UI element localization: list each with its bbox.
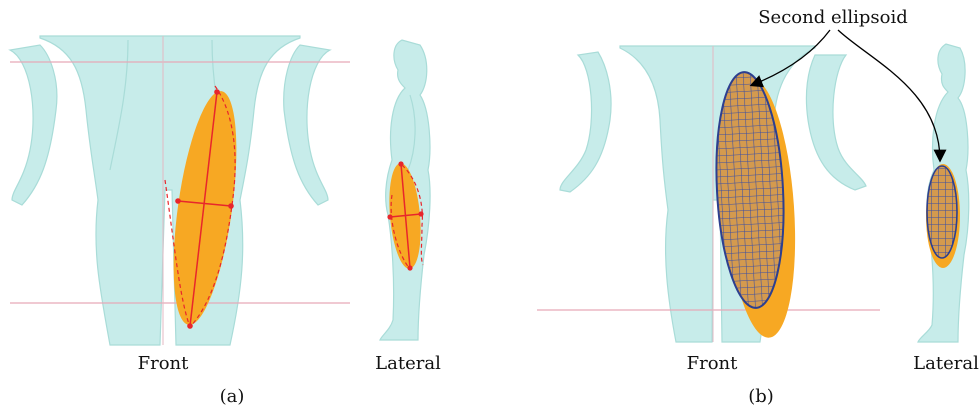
front-label-a: Front bbox=[138, 353, 190, 374]
caption-b: (b) bbox=[748, 386, 774, 407]
annotation-arrow-lateral bbox=[838, 30, 940, 160]
caption-a: (a) bbox=[220, 386, 245, 407]
lateral-label-b: Lateral bbox=[913, 353, 979, 374]
annotation-label: Second ellipsoid bbox=[758, 7, 908, 28]
front-body-a bbox=[10, 36, 330, 345]
lateral-ellipsoids-b bbox=[926, 164, 960, 268]
panel-a: Front Lateral (a) bbox=[10, 36, 441, 407]
second-ellipsoid-lateral bbox=[927, 166, 957, 258]
panel-b: Second ellipsoid Front Lateral (b) bbox=[537, 7, 979, 407]
front-label-b: Front bbox=[687, 353, 739, 374]
lateral-label-a: Lateral bbox=[375, 353, 441, 374]
